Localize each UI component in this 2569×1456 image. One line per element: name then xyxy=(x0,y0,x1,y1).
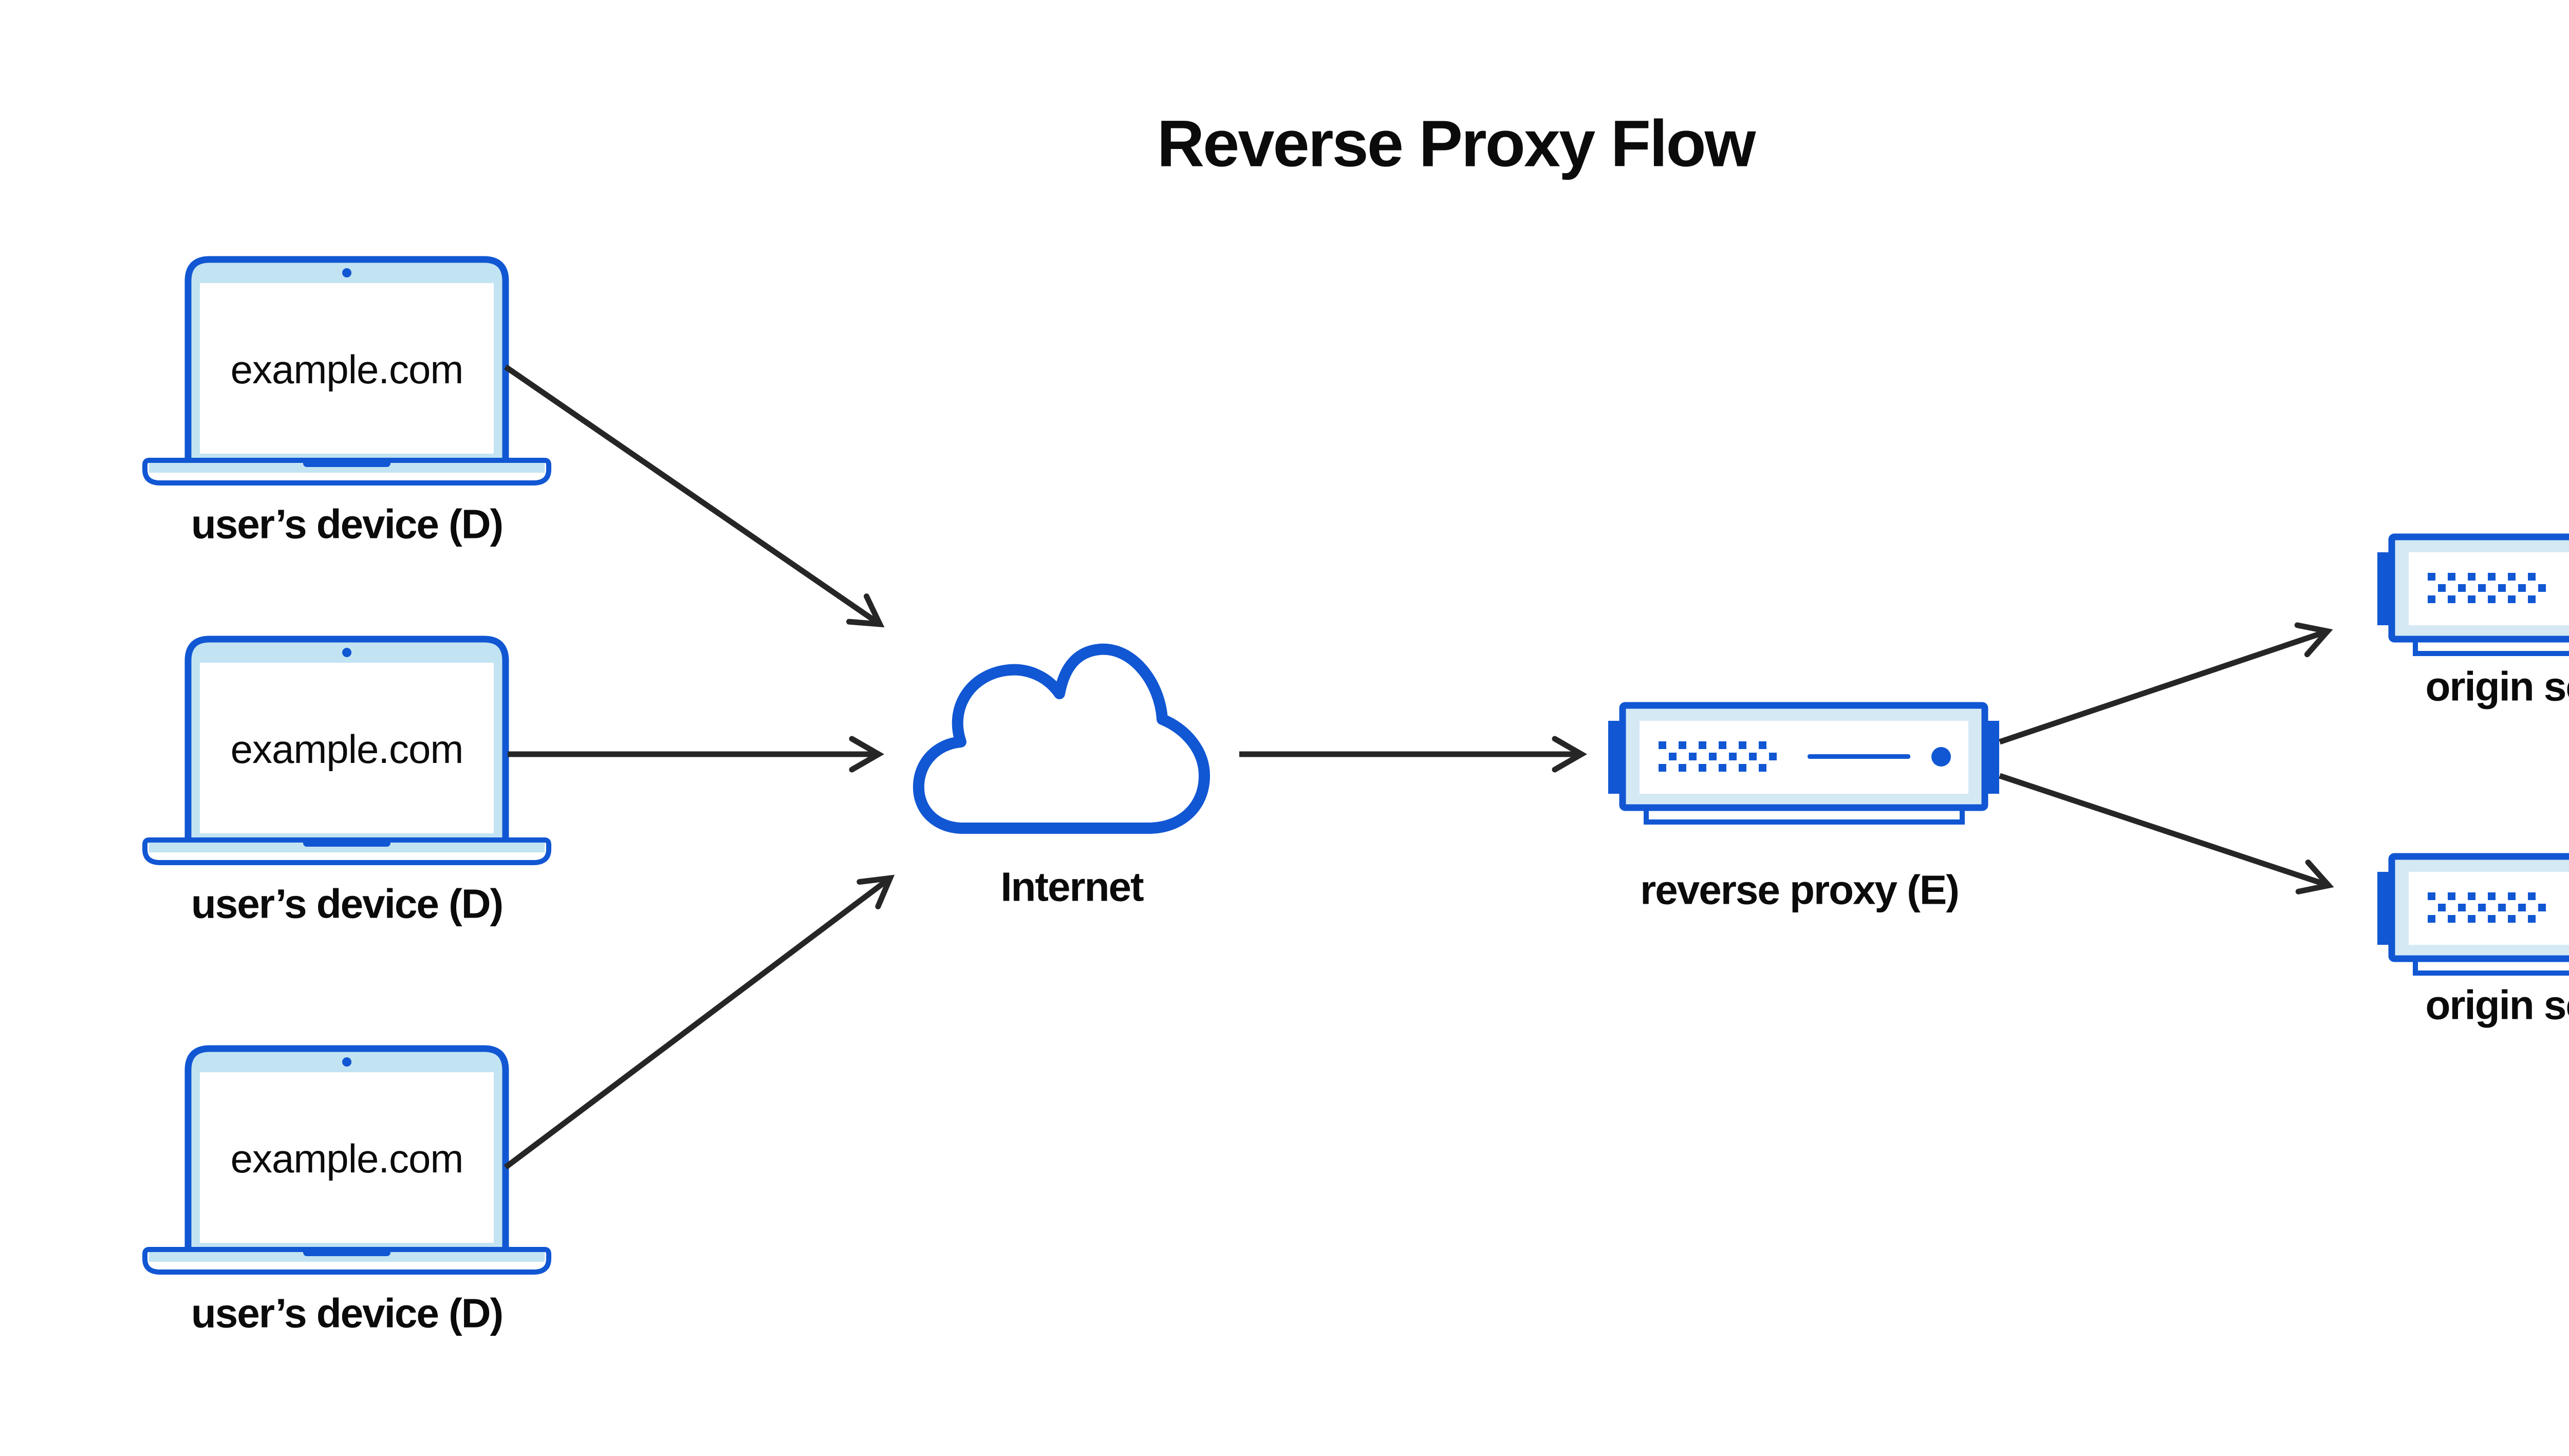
origin-server-label: origin server (F) xyxy=(2425,982,2569,1028)
user-device-3: example.com user’s device (D) xyxy=(145,1049,549,1336)
device-caption: user’s device (D) xyxy=(191,501,502,547)
page-title: Reverse Proxy Flow xyxy=(1157,107,1756,181)
user-device-1: example.com user’s device (D) xyxy=(145,259,549,547)
arrow-device1-to-internet xyxy=(504,364,885,628)
reverse-proxy-label: reverse proxy (E) xyxy=(1640,867,1959,913)
internet-node: Internet xyxy=(913,643,1210,910)
origin-server-2: origin server (F) xyxy=(2377,856,2569,1028)
device-screen-label: example.com xyxy=(231,726,463,772)
user-device-2: example.com user’s device (D) xyxy=(145,639,549,927)
reverse-proxy-node: reverse proxy (E) xyxy=(1608,705,1999,913)
device-screen-label: example.com xyxy=(231,1136,463,1181)
rack-server-icon xyxy=(2377,537,2569,654)
internet-label: Internet xyxy=(1000,864,1144,910)
device-screen-label: example.com xyxy=(231,347,463,392)
origin-server-label: origin server (F) xyxy=(2425,664,2569,710)
cloud-icon xyxy=(913,643,1210,834)
arrow-device3-to-internet xyxy=(504,874,895,1170)
arrow-proxy-to-origin2 xyxy=(1999,773,2334,894)
arrow-proxy-to-origin1 xyxy=(1999,622,2333,745)
device-caption: user’s device (D) xyxy=(191,881,502,927)
rack-server-icon xyxy=(1608,705,1999,822)
device-caption: user’s device (D) xyxy=(191,1291,502,1336)
rack-server-icon xyxy=(2377,856,2569,973)
origin-server-1: origin server (F) xyxy=(2377,537,2569,710)
